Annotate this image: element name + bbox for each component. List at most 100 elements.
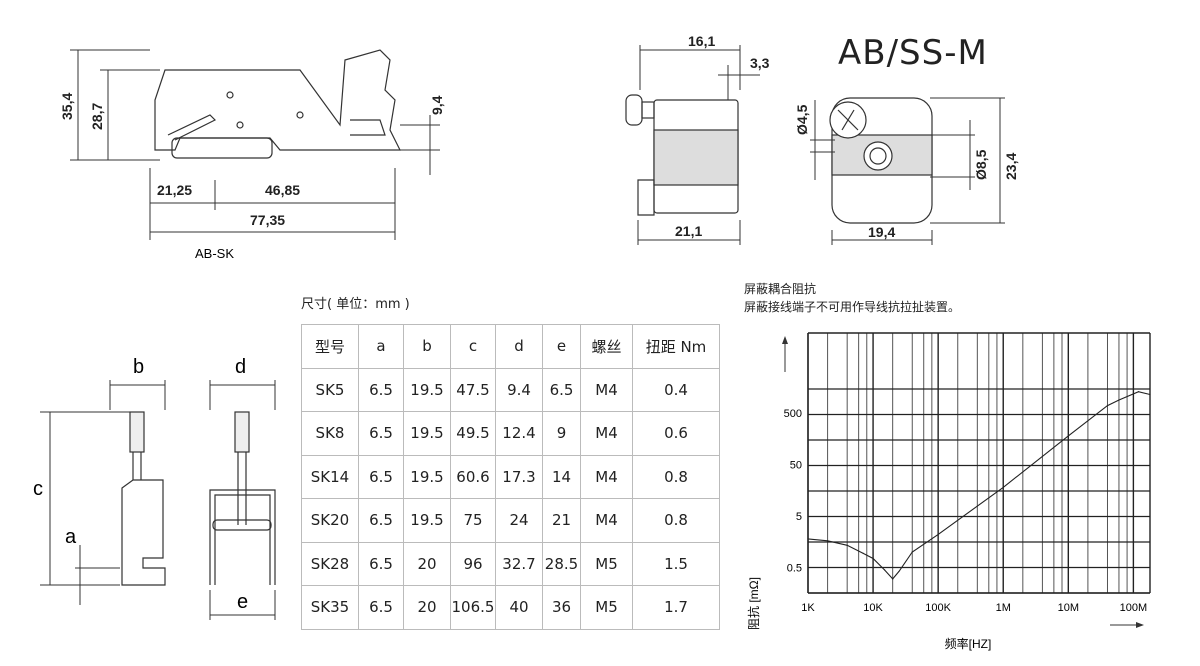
table-cell: 20 [403, 585, 451, 630]
dim-d8-5: Ø8,5 [973, 149, 989, 180]
note-warning: 屏蔽接线端子不可用作导线抗拉扯装置。 [744, 300, 961, 314]
table-header-cell: b [403, 324, 451, 369]
x-tick-label: 10M [1058, 602, 1079, 614]
table-cell: 12.4 [495, 411, 543, 456]
y-axis-label: 阻抗 [mΩ] [746, 577, 761, 630]
data-point [883, 569, 886, 571]
table-header-cell: 型号 [301, 324, 359, 369]
x-tick-label: 10K [863, 602, 883, 614]
dim-16-1: 16,1 [688, 33, 715, 49]
data-point [846, 544, 848, 546]
y-tick-label: 0.5 [787, 563, 802, 575]
table-cell: 0.8 [632, 454, 720, 499]
dim-28-7: 28,7 [89, 103, 105, 130]
table-caption: 尺寸( 单位：mm ) [301, 297, 410, 312]
data-point [1067, 435, 1069, 437]
table-cell: M5 [580, 541, 633, 586]
data-point [826, 540, 829, 542]
label-a: a [65, 526, 77, 548]
table-cell: 6.5 [358, 498, 404, 543]
table-cell: 0.4 [632, 367, 720, 412]
table-cell: 6.5 [358, 541, 404, 586]
table-cell: 6.5 [358, 367, 404, 412]
table-cell: 9 [542, 411, 581, 456]
table-cell: 96 [450, 541, 496, 586]
label-b: b [133, 356, 144, 378]
table-cell: SK14 [301, 454, 359, 499]
table-cell: 40 [495, 585, 543, 630]
data-point [1106, 404, 1109, 407]
label-e: e [237, 591, 248, 613]
table-cell: 17.3 [495, 454, 543, 499]
data-point [892, 578, 894, 580]
data-point [807, 538, 809, 540]
table-cell: 6.5 [542, 367, 581, 412]
table-cell: SK8 [301, 411, 359, 456]
data-point [1002, 486, 1004, 489]
y-tick-label: 5 [796, 511, 802, 523]
table-cell: 60.6 [450, 454, 496, 499]
product-title: AB/SS-M [838, 33, 988, 73]
label-d: d [235, 356, 246, 378]
x-tick-label: 100K [925, 602, 951, 614]
table-cell: 47.5 [450, 367, 496, 412]
table-cell: M4 [580, 411, 633, 456]
table-header-cell: e [542, 324, 581, 369]
table-header-cell: 扭距 Nm [632, 324, 720, 369]
table-cell: 6.5 [358, 411, 404, 456]
data-point [911, 551, 913, 553]
clamp-dimension-drawing: b d c a e [33, 356, 276, 620]
dim-23-4: 23,4 [1003, 153, 1019, 180]
data-point [898, 570, 900, 573]
table-cell: M4 [580, 454, 633, 499]
table-cell: M4 [580, 367, 633, 412]
y-axis-arrow-icon [782, 336, 788, 344]
y-tick-label: 500 [784, 408, 802, 420]
table-cell: 21 [542, 498, 581, 543]
table-cell: 19.5 [403, 411, 451, 456]
table-cell: 0.8 [632, 498, 720, 543]
dim-21-25: 21,25 [157, 182, 192, 198]
dim-35-4: 35,4 [59, 93, 75, 120]
ab-sk-drawing: 35,4 28,7 9,4 21,25 46,85 77,35 AB-SK [59, 49, 445, 261]
dim-19-4: 19,4 [868, 224, 895, 240]
table-cell: 36 [542, 585, 581, 630]
table-header-cell: c [450, 324, 496, 369]
table-cell: 14 [542, 454, 581, 499]
side-view-drawing: 16,1 3,3 21,1 [625, 33, 770, 245]
table-header-cell: d [495, 324, 543, 369]
data-point [937, 533, 939, 536]
data-point [872, 557, 874, 560]
x-tick-label: 1K [801, 602, 815, 614]
data-point [862, 552, 864, 554]
x-tick-label: 1M [996, 602, 1011, 614]
table-cell: SK5 [301, 367, 359, 412]
note-title: 屏蔽耦合阻抗 [744, 282, 817, 296]
table-cell: 32.7 [495, 541, 543, 586]
dim-9-4: 9,4 [429, 95, 445, 115]
impedance-curve [807, 391, 1151, 580]
x-axis-arrow-icon [1136, 622, 1144, 628]
table-cell: 1.7 [632, 585, 720, 630]
x-axis-label: 频率[HZ] [945, 636, 992, 651]
table-cell: 28.5 [542, 541, 581, 586]
dim-46-85: 46,85 [265, 182, 300, 198]
table-cell: 20 [403, 541, 451, 586]
drawing-caption: AB-SK [195, 246, 234, 261]
table-cell: 6.5 [358, 454, 404, 499]
front-view-drawing: Ø4,5 Ø8,5 23,4 19,4 [794, 97, 1019, 245]
table-cell: SK35 [301, 585, 359, 630]
label-c: c [33, 478, 43, 500]
table-cell: 6.5 [358, 585, 404, 630]
table-cell: 19.5 [403, 367, 451, 412]
table-cell: M5 [580, 585, 633, 630]
table-cell: 49.5 [450, 411, 496, 456]
